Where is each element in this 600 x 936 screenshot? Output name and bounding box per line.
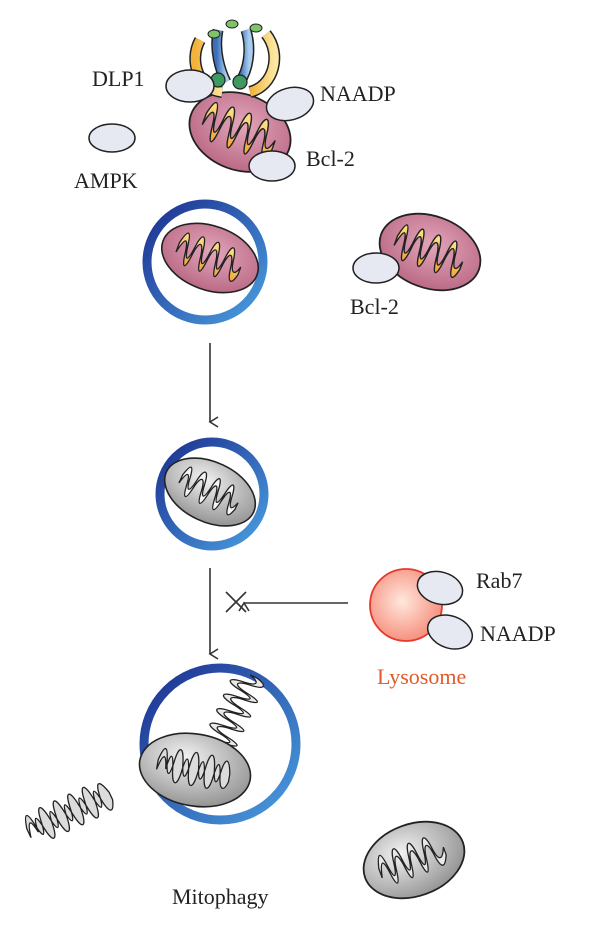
naadp-label-lyso: NAADP: [480, 621, 556, 646]
bcl2-label-side: Bcl-2: [350, 294, 399, 319]
autophagosome-early: [142, 199, 268, 325]
bcl2-protein-side: [352, 252, 400, 284]
dlp1-fission-ring: [189, 19, 281, 98]
mitophagy-label: Mitophagy: [172, 884, 269, 909]
autophagosome-damaged: [155, 437, 269, 551]
dlp1-protein: [165, 69, 215, 103]
lysosome-label: Lysosome: [377, 664, 466, 689]
free-mitochondrion-fragment: [24, 783, 114, 839]
ampk-label: AMPK: [74, 168, 138, 193]
inhibition-cross-icon: [225, 591, 247, 613]
free-grey-mitochondrion: [362, 820, 466, 900]
dlp1-label: DLP1: [92, 66, 145, 91]
naadp-label-top: NAADP: [320, 81, 396, 106]
bcl2-label-top: Bcl-2: [306, 146, 355, 171]
naadp-protein-top: [265, 86, 315, 122]
rab7-protein: [416, 570, 464, 606]
rab7-label: Rab7: [476, 568, 522, 593]
naadp-protein-lyso: [426, 614, 474, 650]
ampk-protein: [88, 123, 136, 153]
lysosome: [369, 568, 474, 650]
bcl2-protein-top: [248, 150, 296, 182]
top-mitochondrion-complex: [88, 19, 315, 182]
autolysosome: [138, 663, 301, 825]
free-mitochondrion-bcl2: [352, 212, 482, 292]
